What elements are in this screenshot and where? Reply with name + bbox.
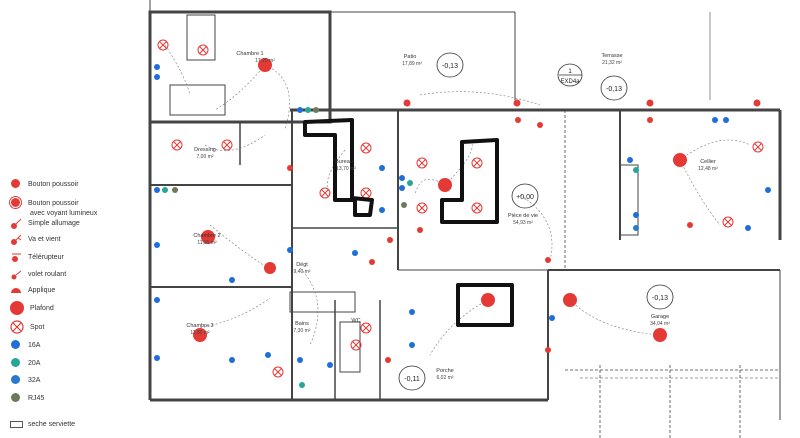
wall-light-icon [10, 284, 22, 296]
legend-va-vient: Va et vient [10, 233, 61, 245]
legend: Bouton poussoir Bouton poussoir avec voy… [0, 170, 150, 438]
legend-plafond: Plafond [10, 301, 54, 315]
room-name-degt: Dégt [296, 262, 308, 268]
room-area-bureau: 13,70 m² [336, 166, 356, 172]
room-area-patio: 17,89 m² [402, 61, 422, 67]
room-area-porche: 6,02 m² [437, 375, 454, 381]
highlight-marks [303, 118, 514, 327]
room-labels: Chambre 1 17,20 m² Patio 17,89 m² Terras… [186, 51, 718, 381]
red-dot-ring-icon [10, 197, 22, 209]
ceiling-light-icon [10, 301, 24, 315]
socket-32a-icon [10, 374, 22, 386]
room-area-chambre2: 11,95 m² [197, 240, 217, 246]
room-name-bureau: Bureau [335, 159, 353, 165]
wiring-lines [164, 44, 751, 356]
two-way-switch-icon [10, 233, 22, 245]
legend-20a: 20A [10, 357, 40, 369]
legend-rj45: RJ45 [10, 392, 44, 404]
room-area-garage: 34,04 m² [650, 321, 670, 327]
switch-icon [10, 217, 22, 229]
spot-lights [157, 39, 764, 378]
legend-simple: Simple allumage [10, 217, 80, 229]
legend-bouton-voyant-line2: avec voyant lumineux [30, 210, 98, 217]
walls [148, 0, 782, 438]
socket-20a-icon [10, 357, 22, 369]
exterior-unit-number: 1 [568, 69, 572, 75]
room-area-chambre3: 11,80 m² [190, 330, 210, 336]
level-values: -0,13 -0,13 +0,00 -0,13 -0,11 1 EXD4a [404, 63, 668, 383]
red-dot-icon [10, 178, 22, 190]
room-name-chambre3: Chambre 3 [186, 323, 213, 329]
room-name-piece-vie: Pièce de vie [508, 213, 538, 219]
sockets [154, 64, 771, 388]
level-patio: -0,13 [442, 63, 458, 70]
legend-bouton: Bouton poussoir [10, 178, 79, 190]
level-porche: -0,11 [404, 376, 420, 383]
room-name-porche: Porche [436, 368, 453, 374]
room-name-patio: Patio [404, 54, 417, 60]
room-area-terrasse: 21,32 m² [602, 60, 622, 66]
shutter-icon [10, 268, 22, 280]
level-garage: -0,13 [652, 295, 668, 302]
room-area-piece-vie: 54,93 m² [513, 220, 533, 226]
room-name-terrasse: Terrasse [601, 53, 622, 59]
teleswitch-icon [10, 251, 22, 263]
level-piece-vie: +0,00 [516, 194, 534, 201]
spot-icon [10, 320, 24, 334]
room-area-bains: 7,30 m² [294, 328, 311, 334]
room-area-dressing: 7,00 m² [197, 154, 214, 160]
legend-16a: 16A [10, 339, 40, 351]
legend-seche: seche serviette [10, 418, 75, 430]
room-area-cellier: 12,48 m² [698, 166, 718, 172]
legend-applique: Applique [10, 284, 55, 296]
room-area-degt: 9,40 m² [294, 269, 311, 275]
legend-volet: volet roulant [10, 268, 66, 280]
wall-appliques [287, 99, 761, 363]
ceiling-lights [193, 58, 687, 342]
legend-32a: 32A [10, 374, 40, 386]
room-name-garage: Garage [651, 314, 669, 320]
room-name-chambre1: Chambre 1 [236, 51, 263, 57]
exterior-unit-code: EXD4a [560, 79, 580, 85]
room-name-bains: Bains [295, 321, 309, 327]
legend-spot: Spot [10, 320, 44, 334]
level-terrasse: -0,13 [606, 86, 622, 93]
rj45-icon [10, 392, 22, 404]
room-name-wc: WC [351, 318, 360, 324]
towel-dryer-icon [10, 418, 23, 430]
room-name-dressing: Dressing [194, 147, 216, 153]
legend-bouton-voyant: Bouton poussoir [10, 197, 79, 209]
room-name-chambre2: Chambre 2 [193, 233, 220, 239]
room-name-cellier: Cellier [700, 159, 716, 165]
legend-telerupteur: Télérupteur [10, 251, 64, 263]
level-markers [398, 52, 674, 391]
room-area-chambre1: 17,20 m² [255, 58, 275, 64]
socket-16a-icon [10, 339, 22, 351]
